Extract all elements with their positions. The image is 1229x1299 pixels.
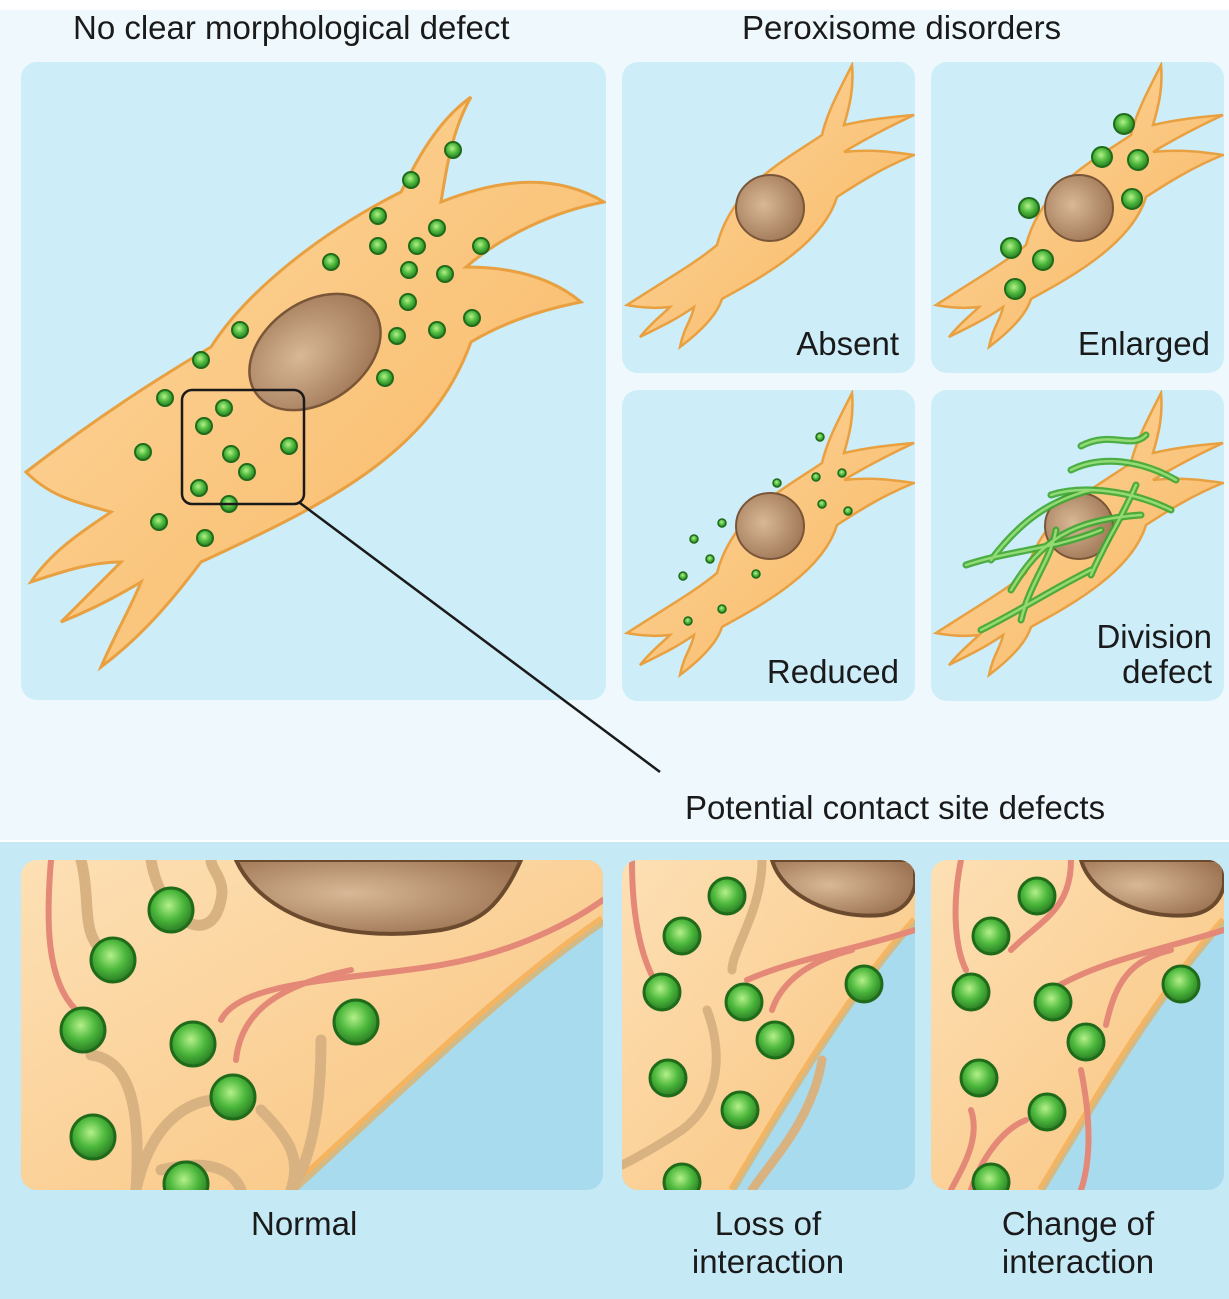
panel-enlarged: Enlarged: [931, 62, 1224, 373]
label-reduced: Reduced: [767, 654, 899, 689]
heading-peroxisome-disorders: Peroxisome disorders: [742, 9, 1061, 47]
caption-normal: Normal: [251, 1205, 357, 1243]
zoom-panel-loss: [622, 860, 915, 1190]
caption-loss: Loss of interaction: [682, 1205, 854, 1281]
zoom-panel-normal: [21, 860, 603, 1190]
panel-reduced: Reduced: [622, 390, 915, 701]
label-division-line1: Division: [1096, 618, 1212, 655]
label-division-defect: Division defect: [1096, 619, 1212, 689]
caption-loss-line1: Loss of: [715, 1205, 821, 1242]
panel-normal-cell: [21, 62, 606, 700]
caption-change-line2: interaction: [1002, 1243, 1154, 1280]
zoom-panel-change: [931, 860, 1224, 1190]
panel-division-defect: Division defect: [931, 390, 1224, 701]
caption-loss-line2: interaction: [692, 1243, 844, 1280]
label-absent: Absent: [796, 326, 899, 361]
label-enlarged: Enlarged: [1078, 326, 1210, 361]
heading-contact-site-defects: Potential contact site defects: [685, 789, 1105, 827]
caption-change: Change of interaction: [990, 1205, 1166, 1281]
caption-change-line1: Change of: [1002, 1205, 1154, 1242]
panel-absent: Absent: [622, 62, 915, 373]
label-division-line2: defect: [1122, 653, 1212, 690]
heading-no-defect: No clear morphological defect: [73, 9, 510, 47]
